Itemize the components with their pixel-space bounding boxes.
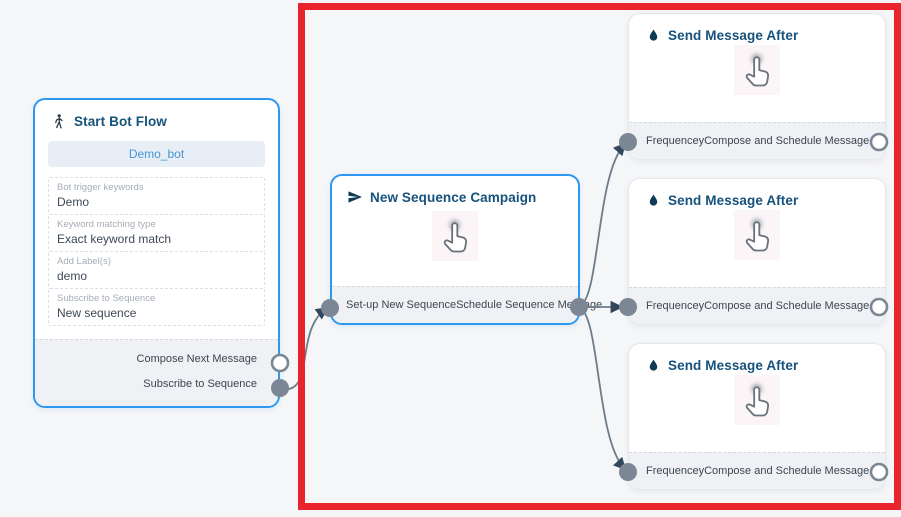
node-body[interactable] xyxy=(629,375,885,425)
bot-name-button[interactable]: Demo_bot xyxy=(48,141,265,167)
field-bot-trigger-keywords: Bot trigger keywords Demo xyxy=(48,177,265,215)
field-value: New sequence xyxy=(57,306,137,320)
output-compose-next-message[interactable]: Compose Next Message xyxy=(136,353,257,365)
output-schedule-sequence-message[interactable]: Schedule Sequence Message xyxy=(456,299,603,311)
node-body[interactable] xyxy=(629,45,885,95)
tap-cursor-icon[interactable] xyxy=(734,210,780,260)
node-body[interactable] xyxy=(332,211,578,261)
edge-schedule-to-send-3[interactable] xyxy=(578,306,627,471)
send-icon xyxy=(348,191,362,203)
input-frequency[interactable]: Frequencey xyxy=(646,465,705,477)
field-label: Keyword matching type xyxy=(57,219,156,230)
node-header: Send Message After xyxy=(629,344,885,375)
node-new-sequence-campaign[interactable]: New Sequence Campaign Set-up New Sequenc… xyxy=(330,174,602,325)
field-label: Subscribe to Sequence xyxy=(57,293,156,304)
node-outputs: Compose Next Message Subscribe to Sequen… xyxy=(35,339,278,406)
field-keyword-matching-type: Keyword matching type Exact keyword matc… xyxy=(48,214,265,252)
field-add-labels: Add Label(s) demo xyxy=(48,251,265,289)
node-io-row: Frequencey Compose and Schedule Message xyxy=(629,452,885,489)
field-subscribe-to-sequence: Subscribe to Sequence New sequence xyxy=(48,288,265,326)
output-compose-and-schedule-message[interactable]: Compose and Schedule Message xyxy=(704,135,870,147)
output-compose-and-schedule-message[interactable]: Compose and Schedule Message xyxy=(704,465,870,477)
input-frequency[interactable]: Frequencey xyxy=(646,300,705,312)
input-set-up-new-sequence[interactable]: Set-up New Sequence xyxy=(346,299,457,311)
node-title: Start Bot Flow xyxy=(74,114,167,129)
output-subscribe-to-sequence[interactable]: Subscribe to Sequence xyxy=(143,378,257,390)
edge-subscribe-to-setup[interactable] xyxy=(280,307,329,391)
tap-cursor-icon[interactable] xyxy=(734,45,780,95)
node-header: New Sequence Campaign xyxy=(332,176,578,211)
field-label: Add Label(s) xyxy=(57,256,111,267)
node-io-row: Set-up New Sequence Schedule Sequence Me… xyxy=(332,286,602,323)
node-header: Send Message After xyxy=(629,14,885,45)
node-title: Send Message After xyxy=(668,28,799,43)
tap-cursor-icon[interactable] xyxy=(734,375,780,425)
node-io-row: Frequencey Compose and Schedule Message xyxy=(629,122,885,159)
node-start-bot-flow[interactable]: Start Bot Flow Demo_bot Bot trigger keyw… xyxy=(33,98,280,408)
field-value: demo xyxy=(57,269,88,283)
output-compose-and-schedule-message[interactable]: Compose and Schedule Message xyxy=(704,300,870,312)
walking-person-icon xyxy=(55,114,63,129)
node-title: New Sequence Campaign xyxy=(370,189,537,205)
field-list: Bot trigger keywords Demo Keyword matchi… xyxy=(48,177,265,326)
input-frequency[interactable]: Frequencey xyxy=(646,135,705,147)
node-send-message-after-1[interactable]: Send Message After Frequencey Compose an… xyxy=(628,13,886,160)
field-value: Exact keyword match xyxy=(57,232,172,246)
field-value: Demo xyxy=(57,195,90,209)
droplet-icon xyxy=(649,29,658,41)
node-header: Start Bot Flow xyxy=(35,100,278,136)
droplet-icon xyxy=(649,359,658,371)
node-title: Send Message After xyxy=(668,358,799,373)
node-header: Send Message After xyxy=(629,179,885,210)
node-body[interactable] xyxy=(629,210,885,260)
node-title: Send Message After xyxy=(668,193,799,208)
tap-cursor-icon[interactable] xyxy=(432,211,478,261)
node-send-message-after-2[interactable]: Send Message After Frequencey Compose an… xyxy=(628,178,886,325)
node-io-row: Frequencey Compose and Schedule Message xyxy=(629,287,885,324)
droplet-icon xyxy=(649,194,658,206)
node-send-message-after-3[interactable]: Send Message After Frequencey Compose an… xyxy=(628,343,886,490)
field-label: Bot trigger keywords xyxy=(57,182,144,193)
edge-schedule-to-send-1[interactable] xyxy=(578,142,627,308)
